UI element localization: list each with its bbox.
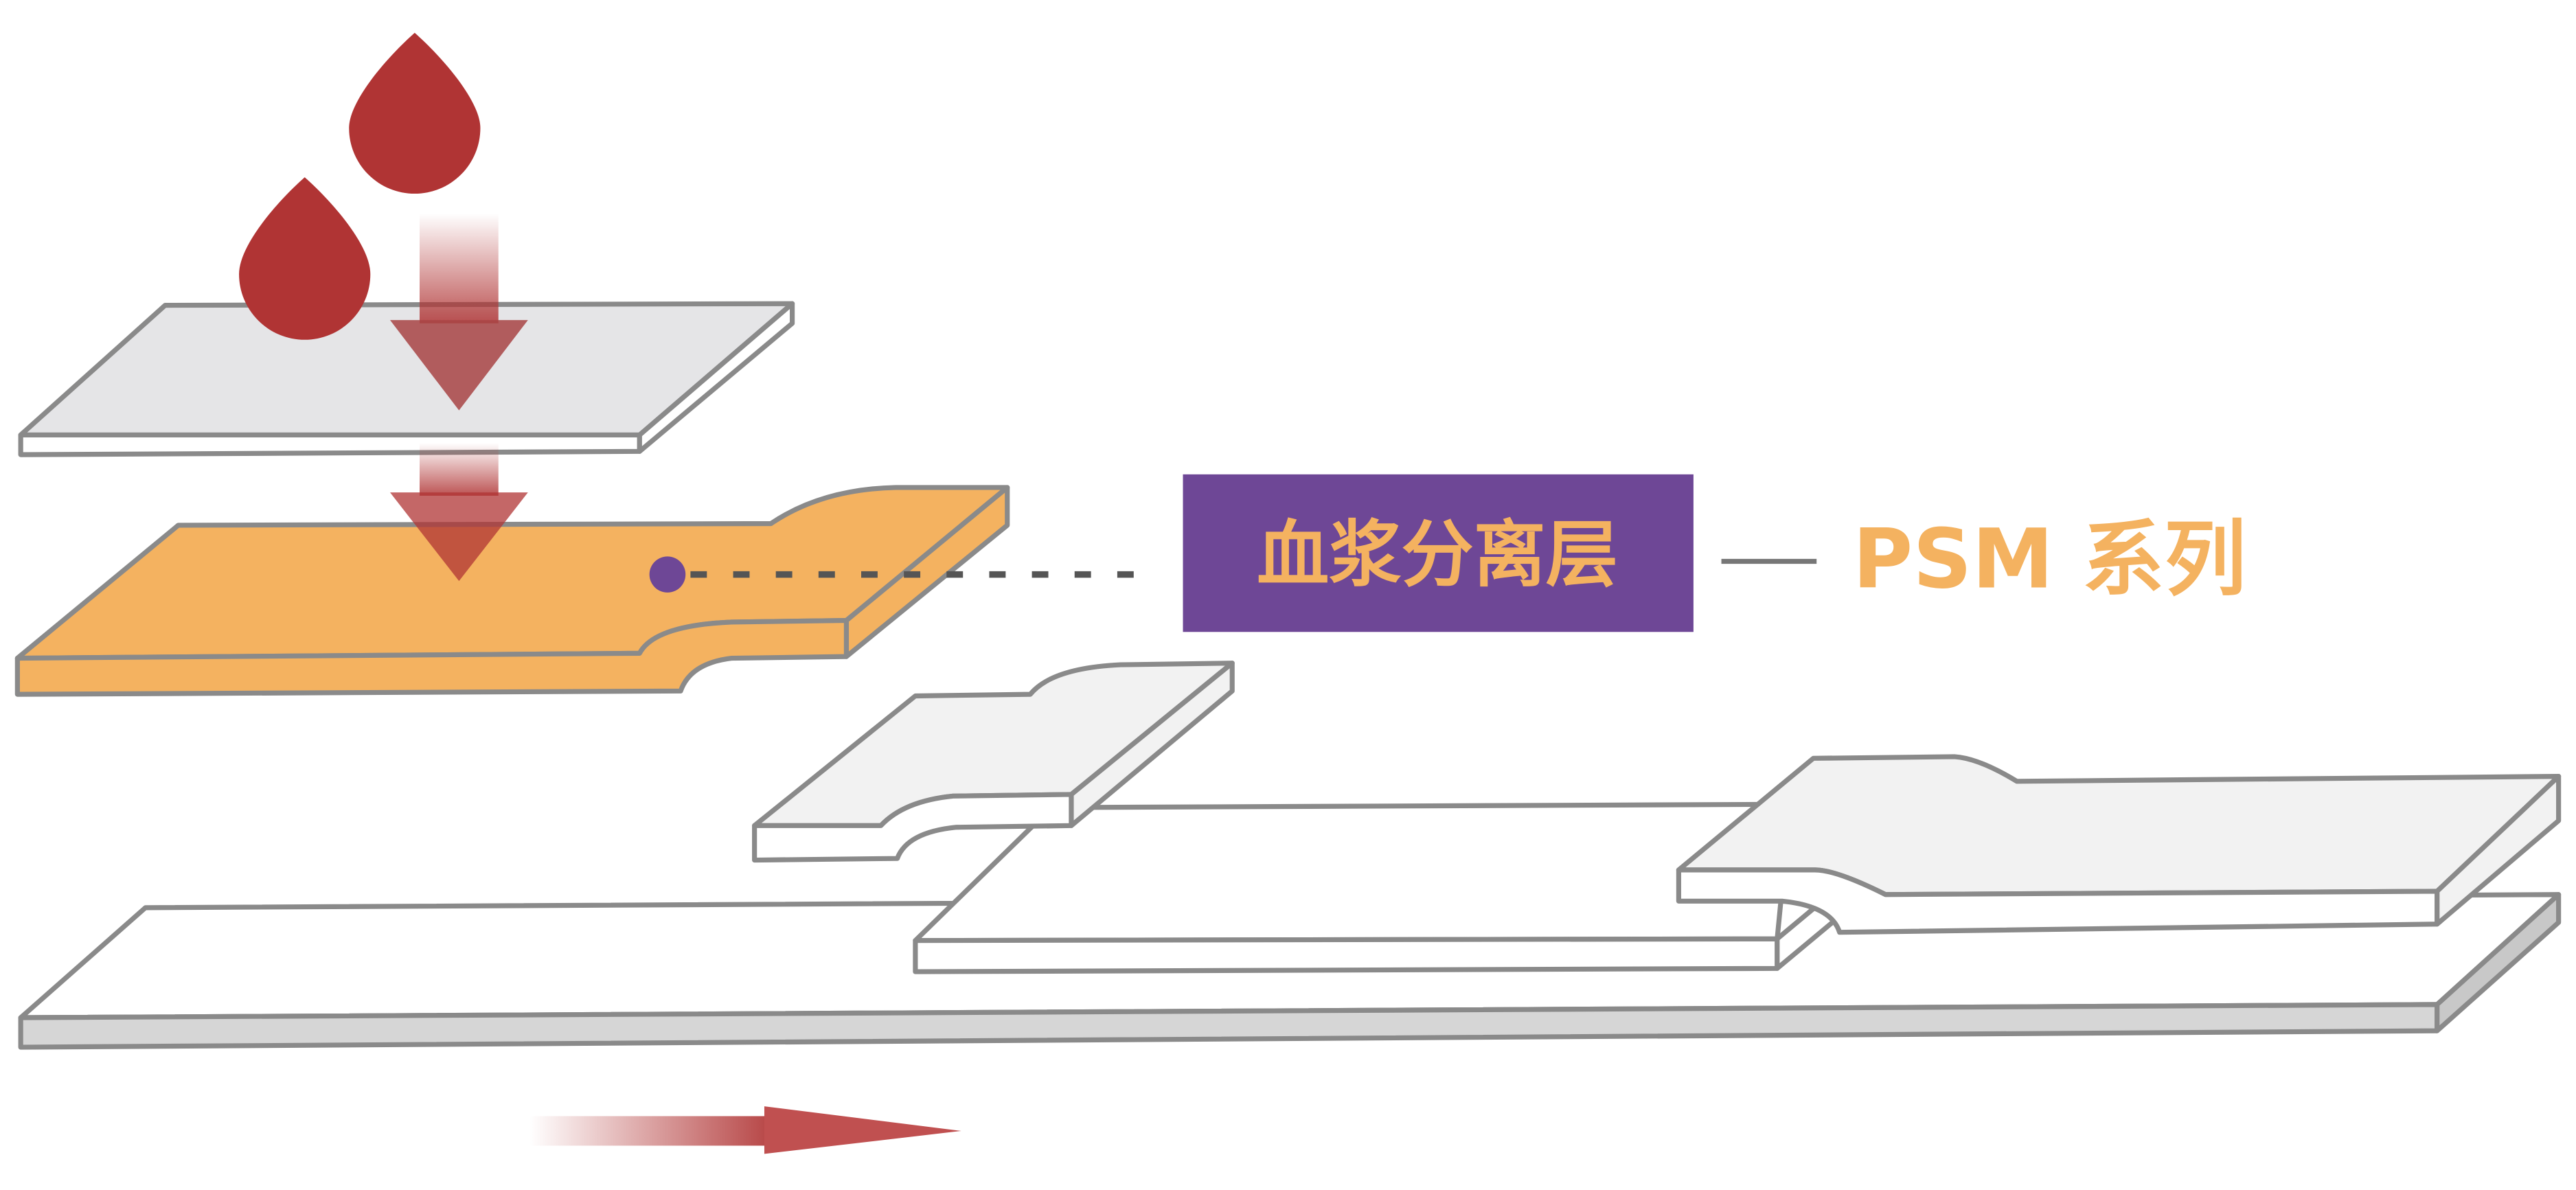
sample-pad — [18, 301, 795, 457]
absorbent-pad — [1676, 754, 2562, 935]
flow-down-arrow — [389, 213, 528, 582]
plasma-separation-layer — [14, 485, 1010, 697]
conjugate-pad — [752, 661, 1235, 863]
flow-right-arrow — [529, 1106, 961, 1154]
label-box — [1183, 474, 1694, 632]
callout-dot — [649, 556, 686, 593]
blood-drop-icon — [239, 177, 371, 340]
series-label: PSM 系列 — [1853, 512, 2246, 608]
label-box-text: 血浆分离层 — [1257, 512, 1618, 597]
blood-drop-icon — [349, 32, 481, 194]
